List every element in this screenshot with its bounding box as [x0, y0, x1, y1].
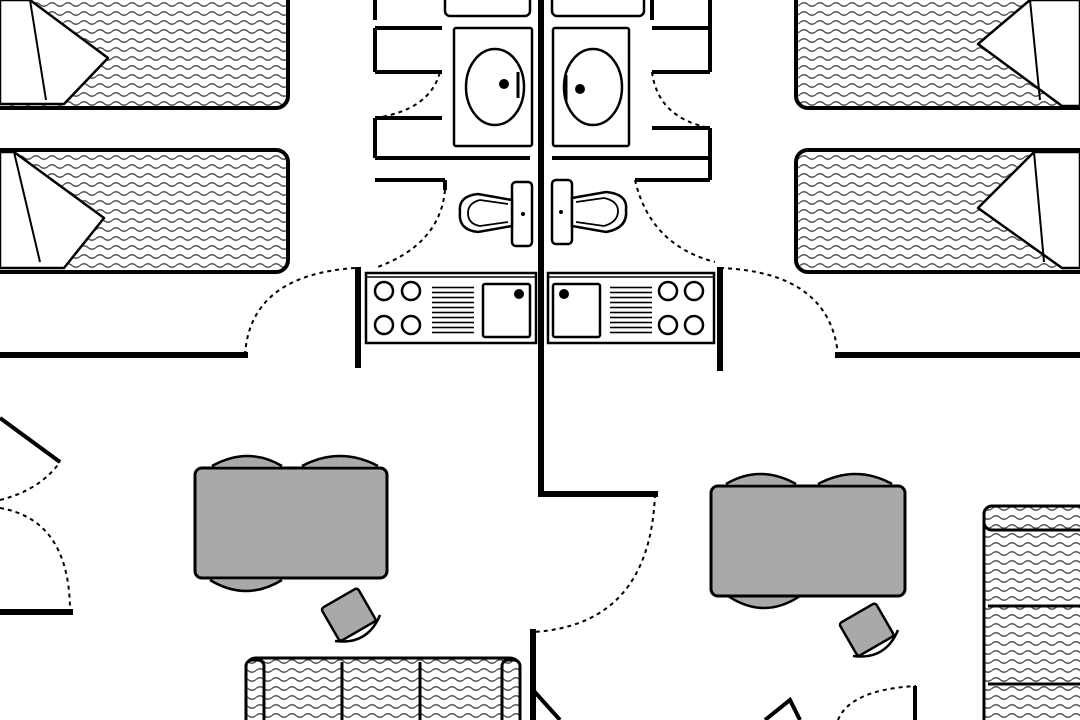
sofa-armrest [244, 658, 266, 720]
basin-bowl [562, 47, 624, 127]
basin-drain [575, 84, 585, 94]
right-bed-top [794, 0, 1080, 110]
door-icon [634, 179, 716, 263]
chair-icon [320, 587, 382, 643]
left-kitchenette [364, 271, 538, 345]
door-leaf [531, 688, 562, 720]
door-icon [374, 189, 446, 269]
blanket-fold-edge [1033, 151, 1045, 263]
blanket-fold-edge [29, 0, 47, 101]
toilet-flush [559, 210, 563, 214]
chair-icon [301, 454, 379, 468]
table-icon [193, 466, 389, 580]
stove-icon [657, 280, 705, 336]
left-dining-set [193, 454, 389, 643]
door-icon [532, 493, 656, 633]
blanket-fold [976, 0, 1080, 108]
chair-icon [725, 472, 797, 486]
right-dining-set [709, 472, 907, 658]
left-bed-bottom [0, 148, 290, 274]
chair-icon [817, 472, 893, 486]
chair-icon [727, 594, 801, 610]
doors [0, 71, 917, 720]
blanket-fold [0, 150, 106, 270]
stove-icon [373, 280, 422, 336]
left-bed-top [0, 0, 290, 110]
table-icon [709, 484, 907, 598]
door-icon [837, 684, 916, 720]
right-sofa [982, 504, 1080, 720]
drainer-icon [610, 285, 652, 335]
blanket-fold [0, 0, 110, 106]
sofa-armrest [500, 658, 522, 720]
drainer-icon [432, 285, 474, 335]
shower-tray-icon [443, 0, 532, 18]
chair-icon [209, 578, 283, 593]
door-leaf [763, 696, 802, 720]
bottom-sofa [244, 656, 522, 720]
door-icon [374, 71, 441, 119]
right-bathroom [550, 0, 646, 246]
blanket-fold [976, 150, 1080, 270]
door-icon [651, 71, 711, 129]
left-bathroom [443, 0, 534, 248]
door-leaf [0, 416, 62, 464]
sink-drain [559, 289, 569, 299]
door-icon [719, 267, 839, 356]
toilet-seat [575, 197, 619, 227]
door-icon [0, 507, 71, 613]
blanket-fold-edge [13, 151, 41, 263]
chair-icon [211, 454, 283, 468]
door-icon [0, 461, 61, 501]
right-kitchenette [546, 271, 716, 345]
basin-drain [499, 79, 509, 89]
sink-drain [514, 289, 524, 299]
sofa-armrest [982, 504, 1080, 532]
basin-bowl [464, 47, 526, 127]
shower-tray-icon [550, 0, 646, 18]
sofa-icon [982, 504, 1080, 720]
right-bed-bottom [794, 148, 1080, 274]
door-icon [244, 267, 356, 356]
toilet-seat [467, 199, 509, 227]
blanket-fold-edge [1029, 0, 1041, 101]
chair-icon [838, 602, 900, 658]
toilet-flush [521, 212, 525, 216]
sofa-icon [244, 656, 522, 720]
